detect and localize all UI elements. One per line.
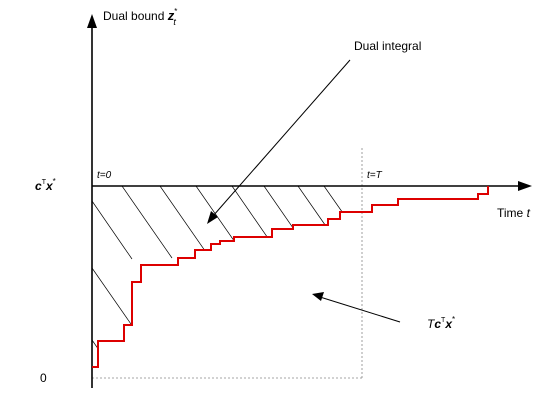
x-axis-title: Time t	[497, 206, 531, 220]
y-axis-arrowhead	[87, 14, 97, 28]
x-axis-arrowhead	[518, 181, 532, 191]
tT-label: t=T	[367, 170, 383, 181]
hatch-line	[121, 186, 173, 259]
area-pointer	[319, 296, 401, 323]
hatch-line	[92, 200, 133, 260]
hatch-line	[195, 186, 247, 259]
area-label: TcTx*	[427, 315, 455, 331]
hatch-area	[92, 186, 353, 367]
hatch-line	[263, 186, 301, 239]
dashed-reference-box	[92, 148, 363, 379]
dual-bound-step-curve	[92, 186, 489, 368]
t0-label: t=0	[97, 170, 112, 181]
hatch-line	[231, 186, 273, 245]
dual-integral-pointer-head	[207, 211, 218, 224]
hatch-line	[92, 339, 111, 367]
zero-label: 0	[40, 371, 47, 385]
axes	[87, 14, 532, 388]
dual-integral-pointer	[212, 59, 351, 217]
annotation-arrows	[207, 59, 401, 323]
cTx-star-label: cTx*	[35, 177, 56, 193]
area-pointer-head	[312, 292, 324, 301]
y-axis-title: Dual bound z*t	[103, 7, 177, 27]
hatch-line	[159, 186, 211, 259]
dual-integral-label: Dual integral	[354, 39, 421, 53]
